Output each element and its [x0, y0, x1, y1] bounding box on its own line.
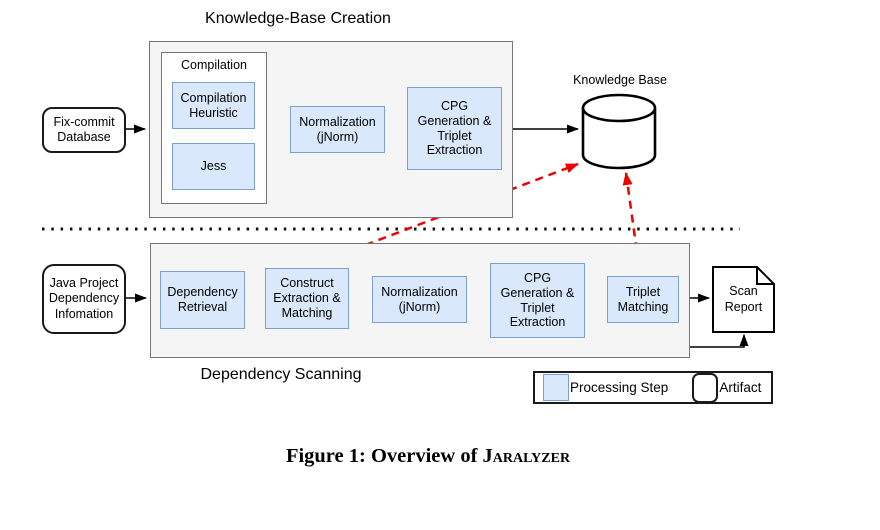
dependency-scanning-title: Dependency Scanning — [200, 366, 362, 383]
scan-report-label: Scan Report — [724, 284, 763, 314]
processing-step-legend-label: Processing Step — [570, 380, 669, 395]
knowledge-base-label: Knowledge Base — [573, 73, 667, 87]
cpg-generation-triplet-extraction-step-bottom: CPG Generation & Triplet Extraction — [490, 263, 585, 338]
construct-extraction-matching-step: Construct Extraction & Matching — [265, 268, 349, 329]
normalization-jnorm-step-bottom: Normalization (jNorm) — [372, 276, 467, 323]
knowledge-base-creation-title: Knowledge-Base Creation — [205, 10, 391, 27]
cpg-generation-triplet-extraction-step-top: CPG Generation & Triplet Extraction — [407, 87, 502, 170]
artifact-legend-label: Artifact — [719, 380, 762, 395]
knowledge-base-cylinder-icon — [581, 93, 657, 170]
figure-caption-prefix: Figure 1: Overview of — [285, 445, 483, 467]
processing-step-swatch-icon — [543, 374, 569, 401]
fix-commit-database-node: Fix-commit Database — [42, 107, 126, 153]
artifact-swatch-icon — [692, 372, 719, 403]
java-project-dependency-information-node: Java Project Dependency Infomation — [42, 264, 126, 334]
compilation-group-label: Compilation — [180, 58, 247, 72]
dependency-retrieval-step: Dependency Retrieval — [160, 271, 245, 329]
figure-caption-brand: Jaralyzer — [482, 445, 571, 467]
jess-step: Jess — [172, 143, 255, 190]
legend: Processing Step Artifact — [533, 371, 773, 404]
compilation-heuristic-step: Compilation Heuristic — [172, 82, 255, 129]
normalization-jnorm-step-top: Normalization (jNorm) — [290, 106, 385, 153]
triplet-matching-step: Triplet Matching — [607, 276, 679, 323]
figure-caption: Figure 1: Overview of Jaralyzer — [0, 445, 856, 468]
